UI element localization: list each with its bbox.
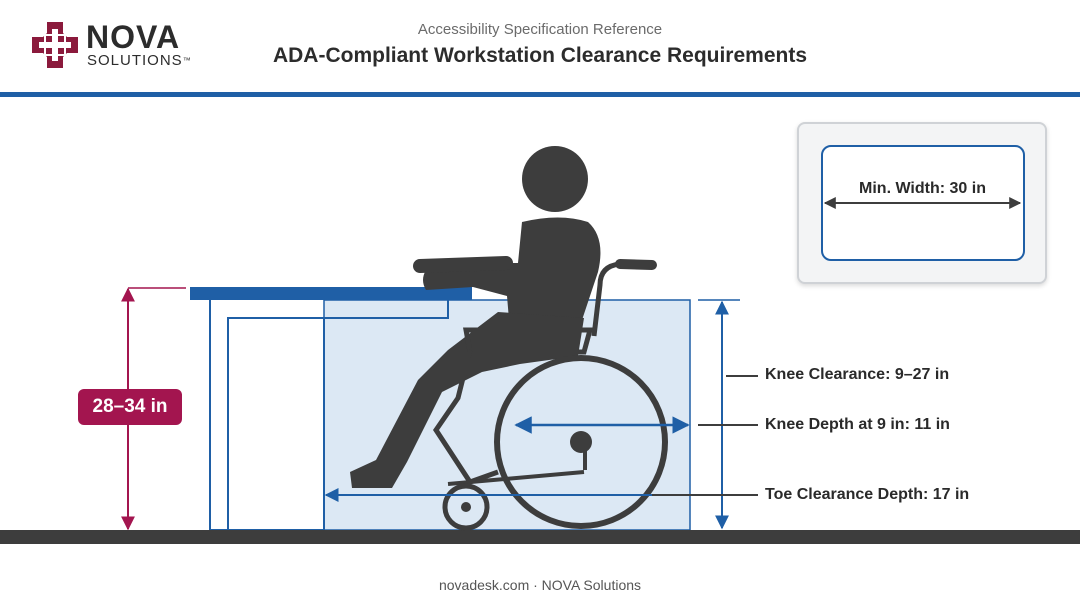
knee-clearance-dimension [698,299,758,530]
min-width-label: Min. Width: 30 in [859,180,986,197]
min-width-frame: Min. Width: 30 in [821,145,1025,261]
logo[interactable]: NOVA SOLUTIONS™ [30,20,230,72]
toe-clearance-label: Toe Clearance Depth: 17 in [765,486,970,503]
header-divider [0,92,1080,97]
logo-trademark: ™ [182,56,192,65]
header: NOVA SOLUTIONS™ Accessibility Specificat… [0,0,1080,92]
knee-clearance-label: Knee Clearance: 9–27 in [765,366,950,383]
desk-height-badge: 28–34 in [78,389,182,425]
logo-sub-text: SOLUTIONS [87,52,183,69]
footer-credit: novadesk.com · NOVA Solutions [438,577,642,593]
min-width-inset: Min. Width: 30 in [797,122,1047,284]
min-width-arrow [823,197,1022,209]
medical-cross-icon [32,22,78,68]
floor [0,530,1080,544]
page-subtitle: Accessibility Specification Reference [417,21,663,38]
knee-depth-label: Knee Depth at 9 in: 11 in [765,416,950,433]
page-title: ADA-Compliant Workstation Clearance Requ… [272,44,808,67]
logo-wordmark: NOVA [86,19,181,55]
logo-subtext: SOLUTIONS™ [87,53,192,69]
wheelchair-user-icon [350,146,668,531]
